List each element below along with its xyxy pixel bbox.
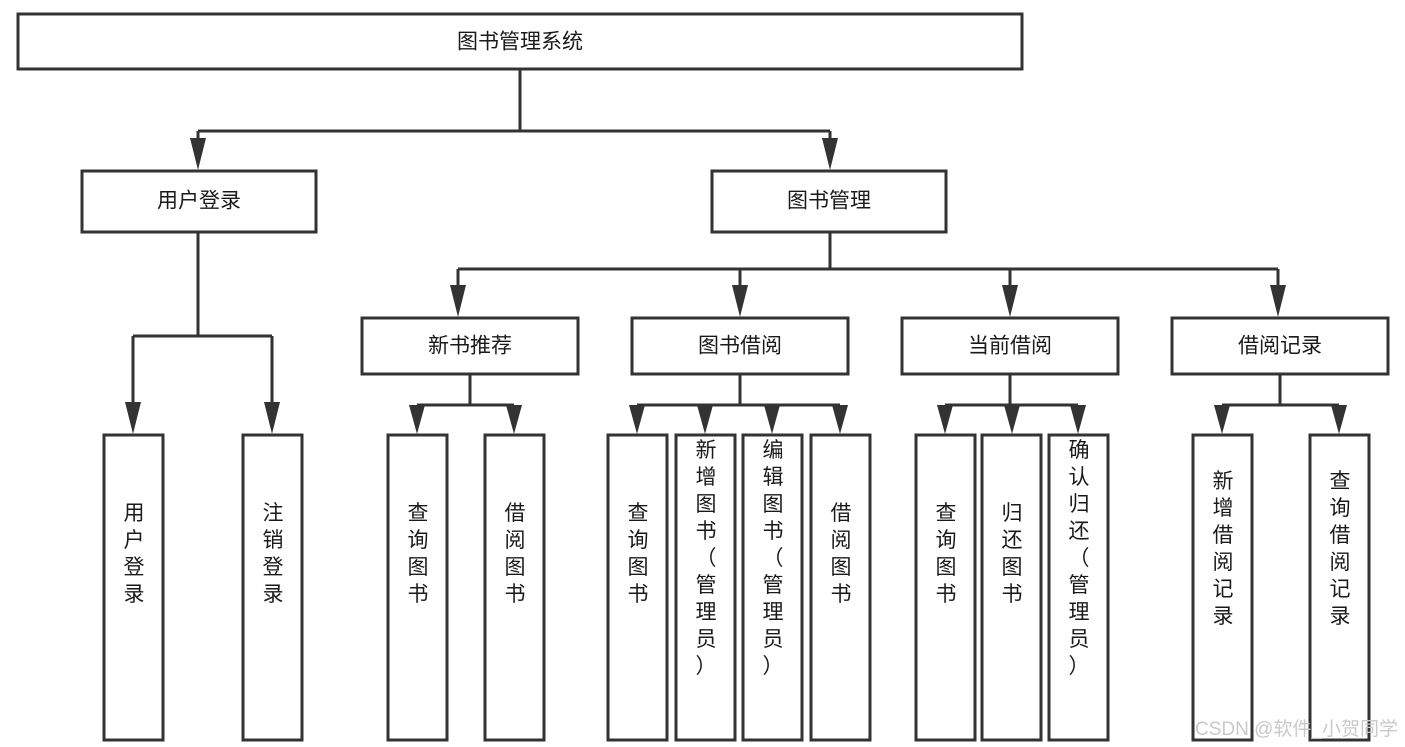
node-leaf-current-query-books-box[interactable] — [914, 433, 977, 742]
arrowhead-book-borrow — [732, 285, 748, 317]
node-user-login[interactable]: 用户登录 — [80, 169, 318, 234]
arrowhead-new-book-recommend — [450, 285, 466, 317]
watermark-label: CSDN @软件_小贺同学 — [1195, 718, 1398, 740]
arrowhead-leaf-current-confirm-return — [1070, 405, 1086, 434]
node-borrow-records-box[interactable] — [1170, 316, 1390, 376]
node-leaf-borrow-query-books-box[interactable] — [606, 433, 669, 742]
node-leaf-record-add[interactable]: 新增借阅记录 — [1191, 433, 1254, 742]
arrowhead-leaf-record-query — [1331, 405, 1347, 434]
edges-layer — [125, 69, 1347, 434]
node-new-book-recommend-label: 新书推荐 — [428, 335, 512, 358]
node-leaf-recommend-borrow-books[interactable]: 借阅图书 — [483, 433, 546, 742]
arrowhead-leaf-borrow-borrow-book — [832, 405, 848, 434]
arrowhead-leaf-current-query-books — [937, 405, 953, 434]
arrowhead-leaf-record-add — [1214, 405, 1230, 434]
node-root-label: 图书管理系统 — [457, 31, 583, 54]
node-leaf-user-logout-box[interactable] — [241, 433, 304, 742]
node-leaf-user-logout-label: 注销登录 — [263, 502, 284, 606]
node-book-management-box[interactable] — [710, 169, 948, 234]
node-leaf-borrow-query-books[interactable]: 查询图书 — [606, 433, 669, 742]
node-leaf-user-login-label: 用户登录 — [124, 502, 145, 606]
node-leaf-record-query-box[interactable] — [1308, 433, 1371, 742]
node-current-borrow-label: 当前借阅 — [968, 335, 1052, 358]
node-leaf-record-query[interactable]: 查询借阅记录 — [1308, 433, 1371, 742]
node-leaf-recommend-borrow-books-box[interactable] — [483, 433, 546, 742]
node-borrow-records[interactable]: 借阅记录 — [1170, 316, 1390, 376]
node-borrow-records-label: 借阅记录 — [1238, 335, 1322, 358]
node-leaf-record-query-label: 查询借阅记录 — [1330, 470, 1351, 628]
node-leaf-borrow-add-book[interactable]: 新增图书（管理员） — [674, 433, 737, 742]
node-leaf-current-confirm-return-label: 确认归还（管理员） — [1069, 439, 1090, 678]
node-leaf-record-add-box[interactable] — [1191, 433, 1254, 742]
node-book-borrow-box[interactable] — [630, 316, 850, 376]
arrowhead-current-borrow — [1002, 285, 1018, 317]
node-leaf-borrow-edit-book-box[interactable] — [741, 433, 804, 742]
node-book-borrow-label: 图书借阅 — [698, 335, 782, 358]
arrowhead-leaf-borrow-edit-book — [764, 405, 780, 434]
node-leaf-borrow-add-book-label: 新增图书（管理员） — [696, 439, 717, 678]
node-leaf-recommend-query-books-label: 查询图书 — [408, 502, 429, 606]
node-leaf-borrow-query-books-label: 查询图书 — [628, 502, 649, 606]
node-leaf-user-logout[interactable]: 注销登录 — [241, 433, 304, 742]
arrowhead-leaf-user-login — [125, 402, 141, 434]
node-current-borrow-box[interactable] — [900, 316, 1120, 376]
node-leaf-current-query-books-label: 查询图书 — [936, 502, 957, 606]
node-leaf-borrow-borrow-book-box[interactable] — [809, 433, 872, 742]
node-book-management[interactable]: 图书管理 — [710, 169, 948, 234]
node-book-borrow[interactable]: 图书借阅 — [630, 316, 850, 376]
node-leaf-current-confirm-return-box[interactable] — [1047, 433, 1110, 742]
node-leaf-borrow-edit-book-label: 编辑图书（管理员） — [763, 439, 784, 678]
node-leaf-borrow-edit-book[interactable]: 编辑图书（管理员） — [741, 433, 804, 742]
node-leaf-current-query-books[interactable]: 查询图书 — [914, 433, 977, 742]
arrowhead-leaf-recommend-borrow-books — [506, 405, 522, 434]
node-book-management-label: 图书管理 — [787, 190, 871, 213]
node-leaf-borrow-add-book-box[interactable] — [674, 433, 737, 742]
node-root-box[interactable] — [16, 12, 1024, 71]
node-leaf-user-login-box[interactable] — [102, 433, 165, 742]
node-leaf-record-add-label: 新增借阅记录 — [1213, 470, 1234, 628]
node-leaf-current-return-book-box[interactable] — [980, 433, 1043, 742]
node-leaf-borrow-borrow-book[interactable]: 借阅图书 — [809, 433, 872, 742]
node-leaf-borrow-borrow-book-label: 借阅图书 — [831, 502, 852, 606]
node-leaf-user-login[interactable]: 用户登录 — [102, 433, 165, 742]
arrowhead-leaf-user-logout — [264, 402, 280, 434]
arrowhead-leaf-current-return-book — [1004, 405, 1020, 434]
arrowhead-book-management — [822, 138, 838, 170]
node-leaf-current-confirm-return[interactable]: 确认归还（管理员） — [1047, 433, 1110, 742]
node-leaf-recommend-borrow-books-label: 借阅图书 — [505, 502, 526, 606]
node-current-borrow[interactable]: 当前借阅 — [900, 316, 1120, 376]
arrowhead-user-login — [190, 138, 206, 170]
node-leaf-current-return-book[interactable]: 归还图书 — [980, 433, 1043, 742]
arrowhead-leaf-recommend-query-books — [409, 405, 425, 434]
arrowhead-borrow-records — [1270, 285, 1286, 317]
node-leaf-recommend-query-books-box[interactable] — [386, 433, 449, 742]
node-new-book-recommend[interactable]: 新书推荐 — [360, 316, 580, 376]
arrowhead-leaf-borrow-add-book — [697, 405, 713, 434]
node-leaf-current-return-book-label: 归还图书 — [1002, 502, 1023, 606]
node-root[interactable]: 图书管理系统 — [16, 12, 1024, 71]
arrowhead-leaf-borrow-query-books — [629, 405, 645, 434]
node-user-login-label: 用户登录 — [157, 190, 241, 213]
node-new-book-recommend-box[interactable] — [360, 316, 580, 376]
node-leaf-recommend-query-books[interactable]: 查询图书 — [386, 433, 449, 742]
node-user-login-box[interactable] — [80, 169, 318, 234]
